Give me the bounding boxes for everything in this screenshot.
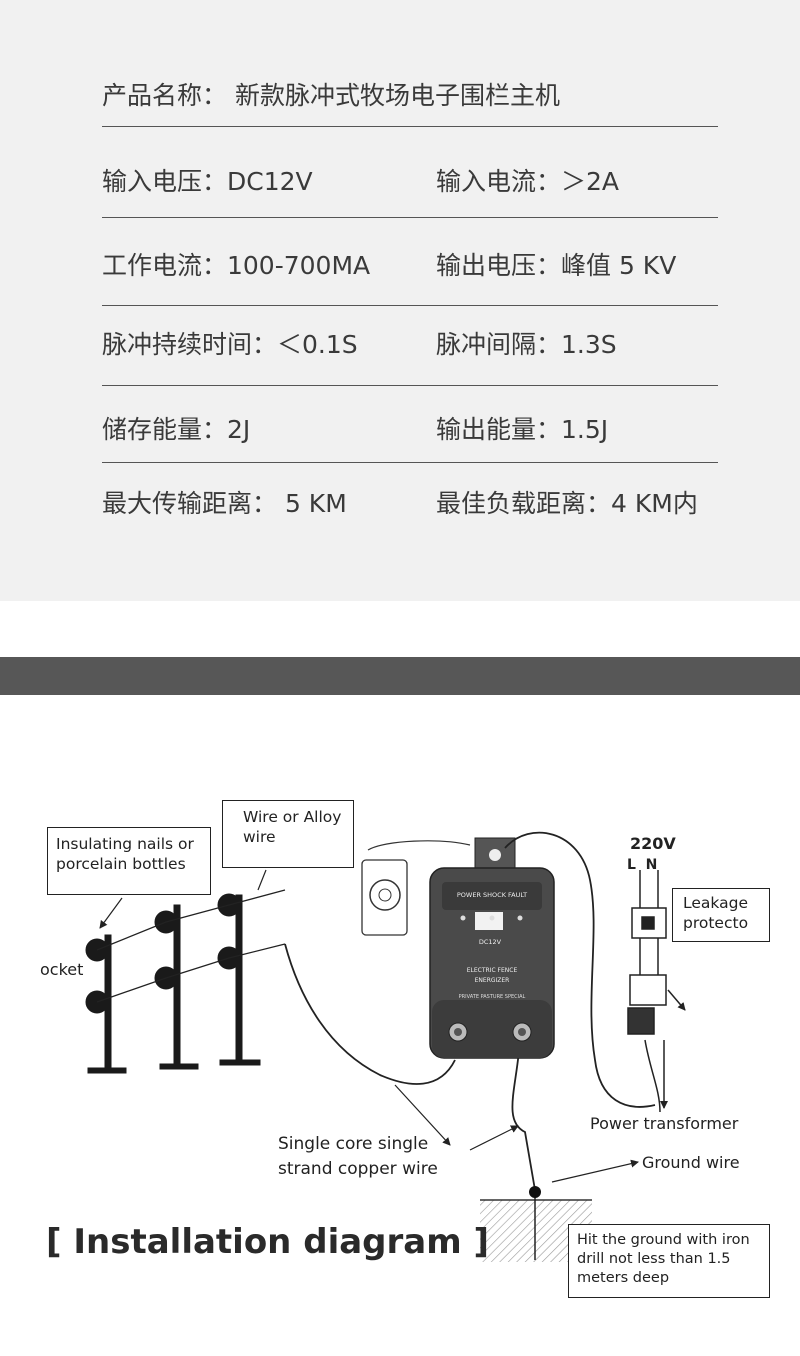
spec-output-voltage: 输出电压：峰值 5 KV xyxy=(436,251,677,280)
power-cable xyxy=(504,831,656,1108)
fence-base xyxy=(87,1067,127,1074)
leader-wire xyxy=(257,869,267,891)
power-source xyxy=(627,870,686,1113)
label-copper-wire: Single core single strand copper wire xyxy=(278,1134,438,1179)
spec-product-name: 产品名称： 新款脉冲式牧场电子围栏主机 xyxy=(102,81,560,110)
device-name-line2: ENERGIZER xyxy=(475,977,510,984)
fence xyxy=(85,893,261,1074)
spec-best-load-distance: 最佳负载距离：4 KM内 xyxy=(436,489,698,518)
label-ln: L N xyxy=(627,857,658,873)
divider xyxy=(102,462,718,463)
section-divider-band xyxy=(0,657,800,695)
fence-to-energizer-wire xyxy=(284,943,456,1085)
fence-post xyxy=(235,894,243,1066)
label-220v: 220V xyxy=(630,834,676,853)
spec-panel: 产品名称： 新款脉冲式牧场电子围栏主机 输入电压：DC12V 输入电流：＞2A … xyxy=(0,0,800,601)
label-ground-wire: Ground wire xyxy=(642,1153,740,1172)
device-panel-labels: POWER SHOCK FAULT xyxy=(457,891,527,899)
spec-output-energy: 输出能量：1.5J xyxy=(436,415,609,444)
spec-pulse-duration: 脉冲持续时间：＜0.1S xyxy=(102,330,358,359)
label-iron-drill: Hit the ground with iron drill not less … xyxy=(568,1224,770,1298)
device-model: DC12V xyxy=(479,938,502,946)
siren-icon xyxy=(361,840,471,936)
fence-base xyxy=(219,1059,261,1066)
spec-input-current: 输入电流：＞2A xyxy=(436,167,620,196)
divider xyxy=(102,385,718,386)
fence-base xyxy=(159,1063,199,1070)
diagram-title: [ Installation diagram ] xyxy=(46,1222,490,1262)
leader-copper-1 xyxy=(394,1084,451,1146)
label-socket: ocket xyxy=(40,960,84,979)
label-wire: Wire or Alloy wire xyxy=(222,800,354,868)
leader-copper-2 xyxy=(469,1125,519,1151)
leader-insulating xyxy=(99,897,123,929)
label-power-transformer: Power transformer xyxy=(590,1114,739,1133)
divider xyxy=(102,305,718,306)
energizer-device xyxy=(429,837,555,1059)
spec-max-distance: 最大传输距离： 5 KM xyxy=(102,489,347,518)
spec-working-current: 工作电流：100-700MA xyxy=(102,251,371,280)
device-footer: PRIVATE PASTURE SPECIAL xyxy=(459,994,526,1000)
label-insulating: Insulating nails or porcelain bottles xyxy=(47,827,211,895)
installation-diagram: POWER SHOCK FAULT DC12V ELECTRIC FENCE E… xyxy=(0,760,800,1320)
fence-wires xyxy=(96,889,286,1003)
diagram-drawing: POWER SHOCK FAULT DC12V ELECTRIC FENCE E… xyxy=(85,831,686,1262)
spec-pulse-interval: 脉冲间隔：1.3S xyxy=(436,330,617,359)
spec-stored-energy: 储存能量：2J xyxy=(102,415,251,444)
label-leakage: Leakage protecto xyxy=(672,888,770,942)
divider xyxy=(102,217,718,218)
spec-input-voltage: 输入电压：DC12V xyxy=(102,167,313,196)
divider xyxy=(102,126,718,127)
ground-rod-head xyxy=(529,1186,541,1198)
device-name-line1: ELECTRIC FENCE xyxy=(467,967,518,974)
leader-ground-wire xyxy=(551,1159,639,1183)
